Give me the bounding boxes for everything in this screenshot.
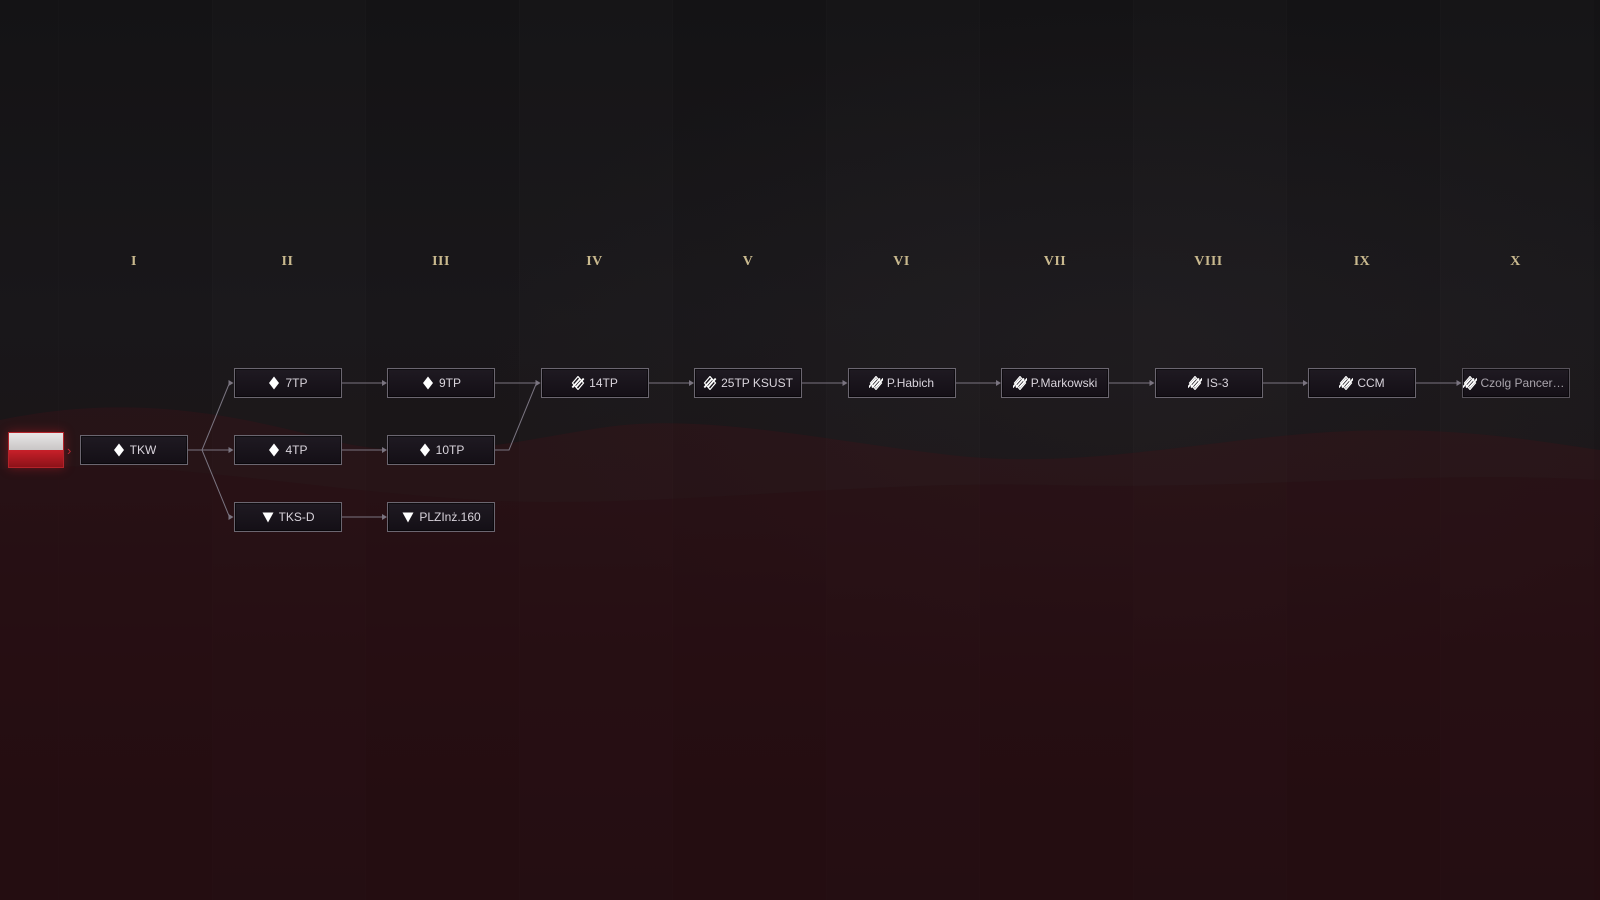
tier-label-1: I <box>131 254 137 269</box>
light-tank-icon <box>113 443 124 457</box>
vehicle-node-tkw[interactable]: TKW <box>80 435 188 465</box>
vehicle-name: 25TP KSUST <box>721 376 793 390</box>
flag-red-stripe <box>9 450 63 467</box>
link-is-3-ccm <box>1262 380 1308 386</box>
tier-label-4: IV <box>586 254 603 269</box>
tank-destroyer-icon <box>262 512 273 523</box>
link-7tp-9tp <box>341 380 387 386</box>
light-tank-icon <box>269 443 280 457</box>
heavy-tank-icon <box>1462 376 1477 390</box>
heavy-tank-icon <box>868 376 883 390</box>
link-9tp-14tp <box>495 380 541 386</box>
vehicle-name: 10TP <box>435 443 465 457</box>
vehicle-name: 14TP <box>589 376 618 390</box>
vehicle-node-p-habich[interactable]: P.Habich <box>847 368 956 398</box>
tier-label-9: IX <box>1353 254 1371 269</box>
tier-label-5: V <box>742 254 754 269</box>
light-tank-icon <box>419 443 430 457</box>
medium-tank-icon <box>571 376 585 390</box>
link-p-habich-p-markowski <box>955 380 1001 386</box>
medium-tank-icon <box>703 376 717 390</box>
link-tks-d-plzinz160 <box>341 514 387 520</box>
tier-label-2: II <box>281 254 294 269</box>
vehicle-node-ccm[interactable]: CCM <box>1308 368 1416 398</box>
flag-white-stripe <box>9 433 63 450</box>
vehicle-node-10tp[interactable]: 10TP <box>387 435 495 465</box>
vehicle-node-25tp-ksust[interactable]: 25TP KSUST <box>694 368 802 398</box>
vehicle-node-tks-d[interactable]: TKS-D <box>233 502 342 532</box>
heavy-tank-icon <box>1339 376 1354 390</box>
vehicle-name: 7TP <box>285 376 308 390</box>
vehicle-name: 4TP <box>285 443 308 457</box>
link-4tp-10tp <box>341 447 387 453</box>
light-tank-icon <box>269 376 280 390</box>
link-p-markowski-is-3 <box>1109 380 1155 386</box>
tier-label-6: VI <box>893 254 910 269</box>
heavy-tank-icon <box>1188 376 1203 390</box>
vehicle-name: P.Markowski <box>1030 376 1098 390</box>
link-14tp-25tp-ksust <box>648 380 694 386</box>
vehicle-name: IS-3 <box>1206 376 1229 390</box>
vehicle-name: TKS-D <box>278 510 315 524</box>
vehicle-node-7tp[interactable]: 7TP <box>233 368 342 398</box>
tier-label-3: III <box>432 254 450 269</box>
link-25tp-ksust-p-habich <box>802 380 848 386</box>
link-tkw-tks-d <box>188 449 234 520</box>
tier-label-8: VIII <box>1194 254 1223 269</box>
vehicle-node-plzinz160[interactable]: PLZInż.160 <box>387 502 495 532</box>
vehicle-node-4tp[interactable]: 4TP <box>233 435 342 465</box>
chevron-right-icon: › <box>67 443 72 458</box>
vehicle-node-9tp[interactable]: 9TP <box>387 368 495 398</box>
tier-label-10: X <box>1510 254 1521 269</box>
link-tkw-7tp <box>188 380 234 451</box>
vehicle-name: TKW <box>129 443 157 457</box>
vehicle-name: PLZInż.160 <box>419 510 481 524</box>
vehicle-name: CCM <box>1357 376 1385 390</box>
link-ccm-czolg-pancernick <box>1416 380 1462 386</box>
vehicle-node-czolg-pancernick[interactable]: Czolg Pancernick <box>1461 368 1570 398</box>
vehicle-name: P.Habich <box>886 376 935 390</box>
tier-label-7: VII <box>1043 254 1067 269</box>
vehicle-name: Czolg Pancernick <box>1480 376 1569 390</box>
vehicle-node-is-3[interactable]: IS-3 <box>1154 368 1263 398</box>
tank-destroyer-icon <box>402 512 414 523</box>
vehicle-node-p-markowski[interactable]: P.Markowski <box>1001 368 1109 398</box>
heavy-tank-icon <box>1012 376 1027 390</box>
vehicle-node-14tp[interactable]: 14TP <box>540 368 649 398</box>
nation-flag-button[interactable] <box>8 432 64 468</box>
link-10tp-14tp <box>495 380 541 451</box>
light-tank-icon <box>422 376 433 390</box>
vehicle-name: 9TP <box>438 376 461 390</box>
